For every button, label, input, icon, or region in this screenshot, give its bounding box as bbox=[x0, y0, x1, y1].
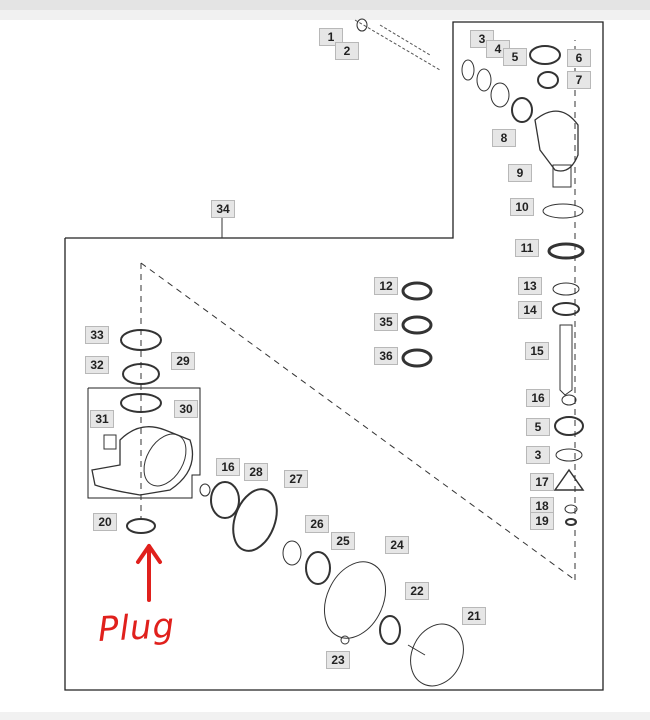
callout-31: 31 bbox=[90, 410, 114, 428]
callout-7: 7 bbox=[567, 71, 591, 89]
callout-6: 6 bbox=[567, 49, 591, 67]
assembly-axis bbox=[140, 262, 576, 581]
callout-12: 12 bbox=[374, 277, 398, 295]
callout-14: 14 bbox=[518, 301, 542, 319]
callout-8: 8 bbox=[492, 129, 516, 147]
callout-32: 32 bbox=[85, 356, 109, 374]
top-toolbar-strip-light bbox=[0, 10, 650, 20]
callout-13: 13 bbox=[518, 277, 542, 295]
callout-36: 36 bbox=[374, 347, 398, 365]
callout-20: 20 bbox=[93, 513, 117, 531]
callout-25: 25 bbox=[331, 532, 355, 550]
callout-5b: 5 bbox=[526, 418, 550, 436]
plug-handwritten-annotation: Plug bbox=[97, 606, 177, 650]
bottom-strip bbox=[0, 712, 650, 720]
callout-9: 9 bbox=[508, 164, 532, 182]
callout-16b: 16 bbox=[216, 458, 240, 476]
callout-3b: 3 bbox=[526, 446, 550, 464]
callout-28: 28 bbox=[244, 463, 268, 481]
callout-30: 30 bbox=[174, 400, 198, 418]
callout-24: 24 bbox=[385, 536, 409, 554]
callout-33: 33 bbox=[85, 326, 109, 344]
callout-21: 21 bbox=[462, 607, 486, 625]
callout-11: 11 bbox=[515, 239, 539, 257]
callout-2: 2 bbox=[335, 42, 359, 60]
callout-16: 16 bbox=[526, 389, 550, 407]
callout-27: 27 bbox=[284, 470, 308, 488]
callout-34: 34 bbox=[211, 200, 235, 218]
callout-15: 15 bbox=[525, 342, 549, 360]
red-arrow-annotation bbox=[136, 544, 162, 602]
callout-22: 22 bbox=[405, 582, 429, 600]
callout-35: 35 bbox=[374, 313, 398, 331]
callout-1: 1 bbox=[319, 28, 343, 46]
callout-5: 5 bbox=[503, 48, 527, 66]
callout-29: 29 bbox=[171, 352, 195, 370]
callout-10: 10 bbox=[510, 198, 534, 216]
callout-19: 19 bbox=[530, 512, 554, 530]
callout-17: 17 bbox=[530, 473, 554, 491]
callout-26: 26 bbox=[305, 515, 329, 533]
callout-23: 23 bbox=[326, 651, 350, 669]
outer-frame bbox=[64, 21, 604, 691]
housing-group-frame bbox=[87, 387, 201, 499]
top-toolbar-strip bbox=[0, 0, 650, 10]
